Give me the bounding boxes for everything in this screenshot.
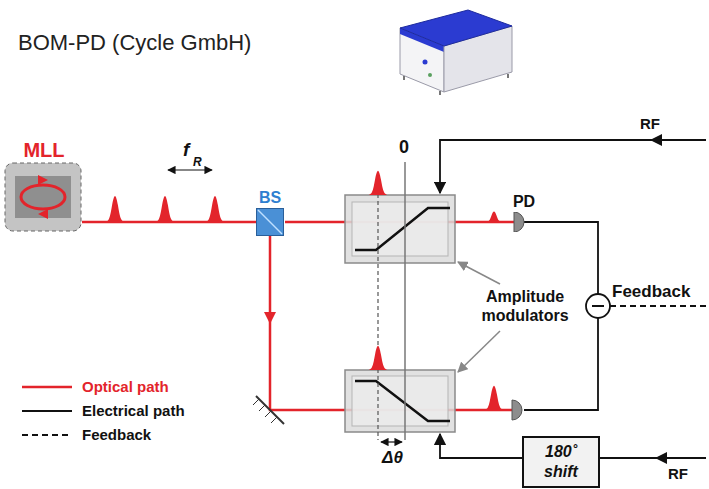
amplitude-modulator (345, 370, 455, 432)
amplitude-modulator (345, 195, 455, 263)
phase-offset-arrow (381, 441, 402, 442)
optical-direction-arrow (264, 312, 276, 324)
rf-arrow (650, 134, 662, 146)
optical-pulse (366, 346, 390, 370)
legend-entry: Optical path (20, 378, 169, 395)
component-label: MLL (4, 138, 84, 162)
subtractor (586, 294, 610, 318)
frequency-symbol: f (183, 140, 189, 159)
signal-name: Feedback (612, 282, 690, 301)
photodetector (512, 400, 522, 420)
legend-label: Feedback (82, 426, 151, 443)
laser-housing (4, 162, 82, 232)
legend-label: Electrical path (82, 402, 185, 419)
repetition-arrow (168, 169, 212, 170)
minus-sign (592, 305, 604, 307)
optical-beam (82, 221, 256, 224)
legend-label: Optical path (82, 378, 169, 395)
pd-node: PD (506, 192, 542, 232)
component-label: BS (255, 188, 285, 208)
frequency-subscript: R (193, 153, 202, 172)
product-image (400, 10, 512, 95)
bs-node: BS (255, 188, 285, 236)
phase-shift-box: 180˚ shift (522, 436, 600, 488)
optical-pulse (366, 171, 390, 195)
optical-pulse (203, 196, 227, 222)
legend-sample (20, 405, 74, 417)
photodetector (506, 212, 542, 232)
leader-arrow (458, 331, 500, 372)
phase-offset-line (377, 180, 378, 440)
phase-offset-label: Δθ (382, 448, 403, 467)
optical-pulse (482, 386, 506, 410)
mirror (253, 396, 284, 424)
optical-pulse (484, 212, 504, 222)
signal-name: RF (640, 114, 660, 133)
title: BOM-PD (Cycle GmbH) (18, 30, 251, 56)
optical-pulses (103, 171, 506, 410)
signal-name: RF (668, 464, 688, 483)
zero-phase-line (404, 162, 406, 440)
component-label: PD (506, 192, 542, 212)
legend-sample (20, 429, 74, 441)
optical-pulse (103, 196, 127, 222)
legend-entry: Electrical path (20, 402, 185, 419)
callout-label: Amplitude modulators (466, 287, 584, 325)
mll-node: MLL (4, 138, 84, 232)
beam-splitter (256, 208, 284, 236)
feedback-line (610, 305, 706, 307)
legend-entry: Feedback (20, 426, 151, 443)
rf-arrow (655, 452, 667, 464)
box-label: 180˚ shift (530, 442, 592, 482)
electrical-path (440, 140, 706, 458)
optical-pulse (153, 196, 177, 222)
zero-marker: 0 (399, 138, 409, 157)
legend-sample (20, 381, 74, 393)
leader-arrow (458, 262, 500, 284)
